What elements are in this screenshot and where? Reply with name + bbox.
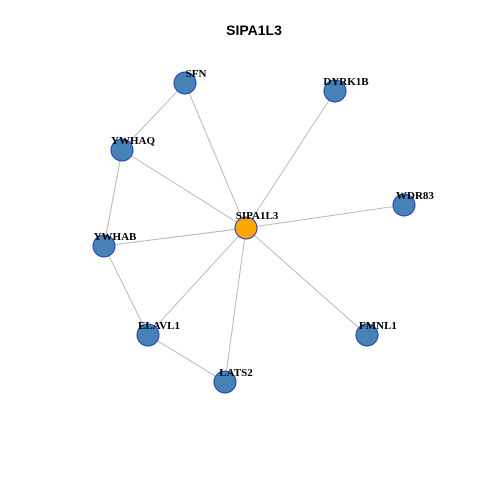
node-label-lats2: LATS2 [219,367,253,379]
node-ywhaq[interactable] [110,138,134,162]
edge-sipa1l3-wdr83 [245,204,405,229]
edge-ywhab-elavl1 [103,245,149,336]
node-lats2[interactable] [213,370,237,394]
node-fmnl1[interactable] [355,323,379,347]
node-label-fmnl1: FMNL1 [359,320,397,332]
node-label-ywhaq: YWHAQ [111,135,155,147]
node-label-dyrk1b: DYRK1B [323,76,369,88]
edge-sipa1l3-fmnl1 [245,227,368,336]
edge-ywhaq-ywhab [103,149,123,247]
edge-sipa1l3-sfn [184,82,247,229]
edge-sipa1l3-lats2 [224,227,247,383]
node-label-wdr83: WDR83 [396,190,434,202]
node-ywhab[interactable] [92,234,116,258]
node-label-sfn: SFN [186,68,207,80]
node-sipa1l3[interactable] [234,216,258,240]
node-label-ywhab: YWHAB [94,231,137,243]
node-dyrk1b[interactable] [323,79,347,103]
edge-sipa1l3-dyrk1b [245,90,336,229]
node-wdr83[interactable] [392,193,416,217]
edge-sipa1l3-elavl1 [147,227,247,336]
edge-sipa1l3-ywhaq [121,149,247,229]
diagram-title: SIPA1L3 [226,22,282,38]
node-label-sipa1l3: SIPA1L3 [236,210,279,222]
node-sfn[interactable] [173,71,197,95]
edge-layer [103,82,405,383]
edge-elavl1-lats2 [147,334,226,383]
node-label-elavl1: ELAVL1 [138,320,180,332]
edge-sipa1l3-ywhab [103,227,247,247]
node-elavl1[interactable] [136,323,160,347]
edge-sfn-ywhaq [121,82,186,151]
